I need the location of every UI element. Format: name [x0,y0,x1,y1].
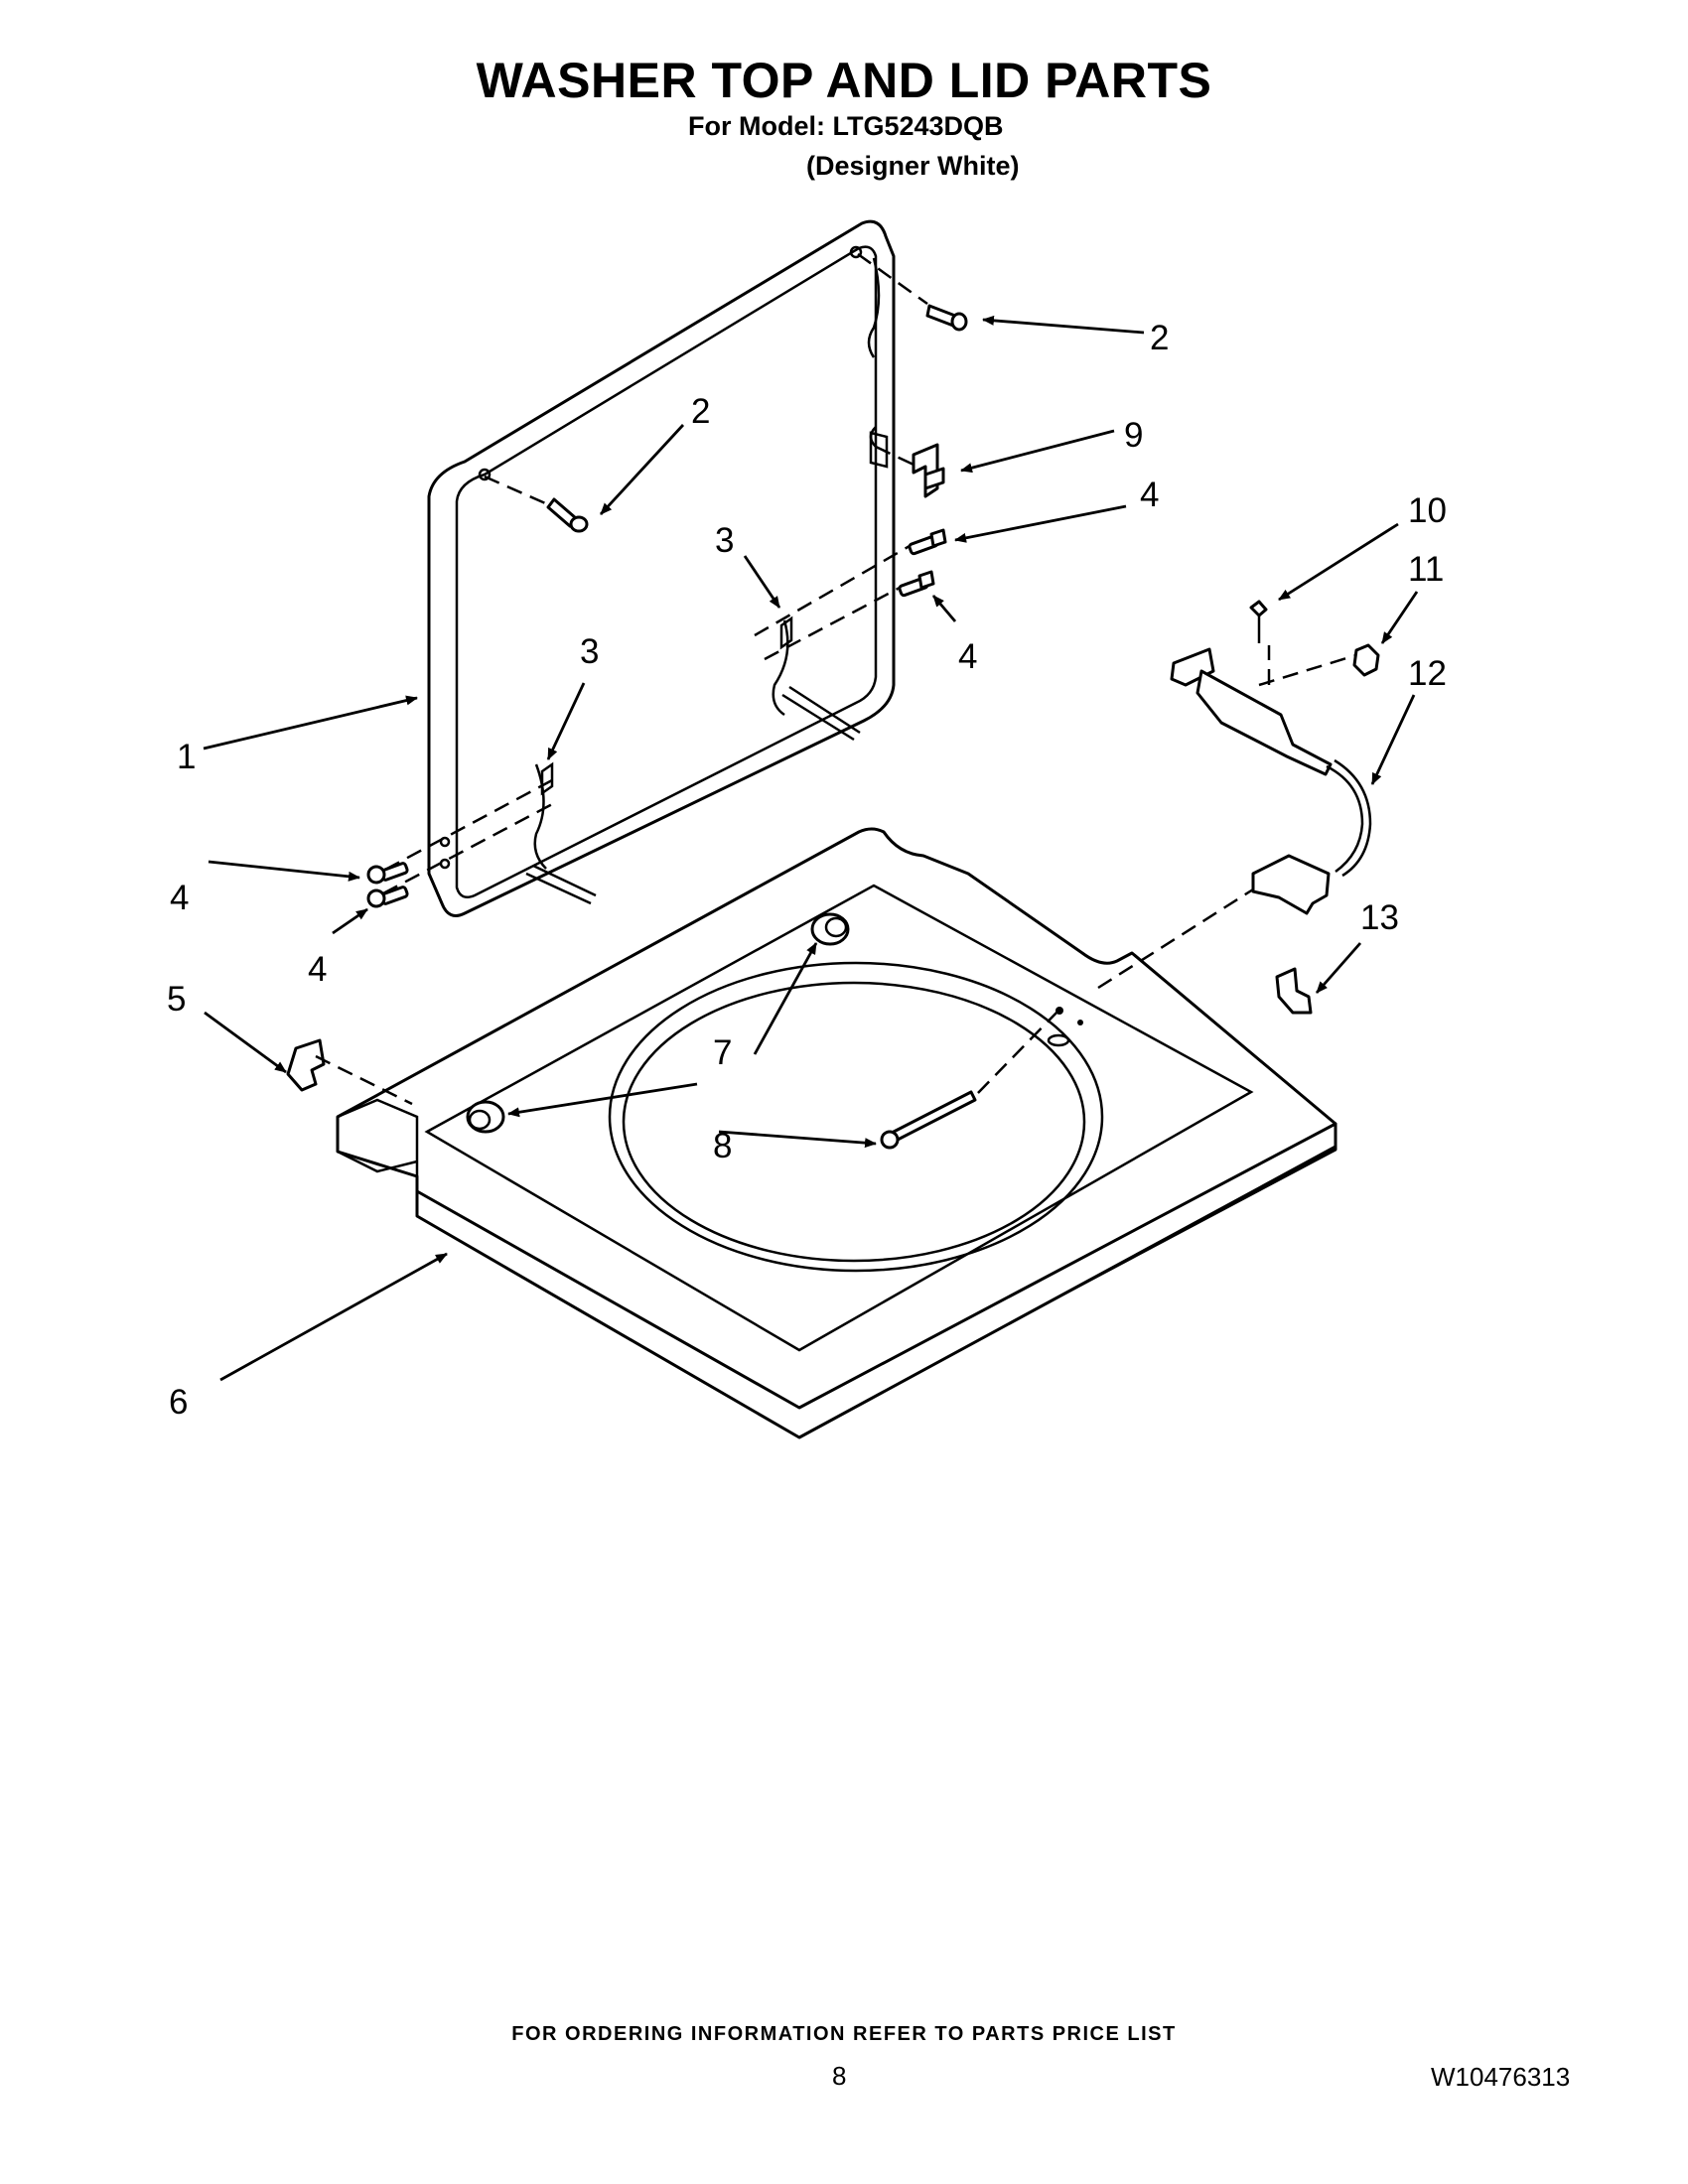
model-color: (Designer White) [806,151,1020,181]
document-number: W10476313 [1431,2062,1571,2092]
callout-10: 10 [1408,491,1447,530]
callout-5: 5 [167,980,186,1019]
assembly-lines [315,252,1271,1106]
leader-arrows [203,315,1419,1382]
callout-3-upper: 3 [715,521,734,560]
callout-labels: 1 2 2 3 3 4 4 4 4 5 6 7 8 9 10 11 12 13 [167,319,1447,1422]
callout-3-lower: 3 [580,632,599,671]
callout-12: 12 [1408,654,1447,693]
hinge-pin-part-upper [925,304,968,332]
page-number: 8 [832,2061,847,2091]
clip-part [1275,967,1313,1015]
callout-1: 1 [177,738,196,776]
callout-6: 6 [169,1383,188,1422]
callout-2-upper: 2 [1150,319,1169,357]
washer-top-part [336,827,1337,1439]
callout-4-left: 4 [170,879,189,917]
callout-4-upper: 4 [1140,476,1159,514]
page-title: WASHER TOP AND LID PARTS [476,53,1212,108]
lid-bracket-part [912,443,945,498]
bumper-part [466,912,850,1134]
callout-11: 11 [1408,550,1444,589]
callout-2-lower: 2 [691,392,710,431]
callout-4-middle: 4 [958,637,977,676]
callout-9: 9 [1124,416,1143,455]
callout-4-lower: 4 [308,950,327,989]
callout-7: 7 [713,1033,732,1072]
hinge-clip-part [286,1038,326,1092]
ordering-note: FOR ORDERING INFORMATION REFER TO PARTS … [511,2023,1177,2045]
model-number: For Model: LTG5243DQB [688,111,1004,141]
hinge-pin-part-lower [546,497,589,533]
lid-switch-part [1170,600,1380,915]
lid-part [427,219,896,917]
callout-13: 13 [1360,898,1399,937]
screw-part-8 [880,1090,977,1150]
callout-8: 8 [713,1127,732,1165]
